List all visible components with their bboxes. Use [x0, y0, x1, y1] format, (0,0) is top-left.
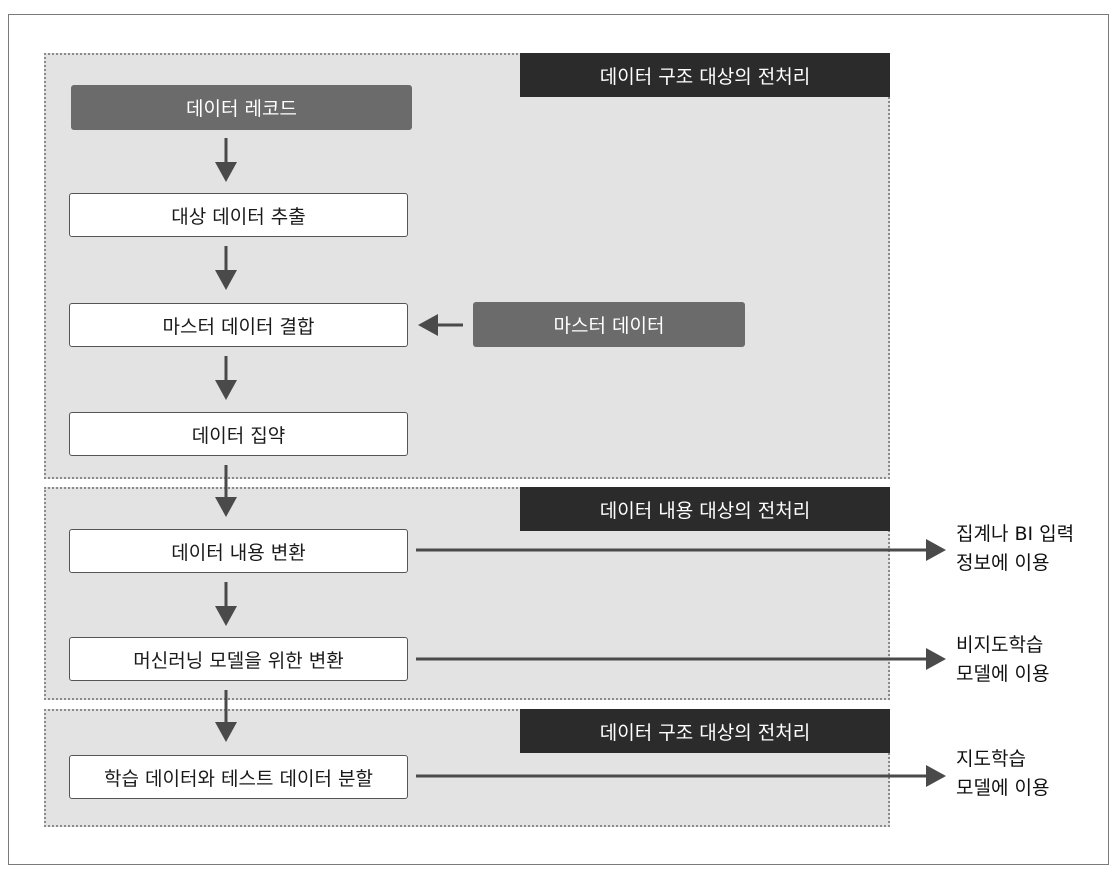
output-supervised-line1: 지도학습: [956, 748, 1026, 770]
node-master-data-join: 마스터 데이터 결합: [69, 303, 408, 347]
arrow-down-6: [215, 690, 237, 742]
node-ml-model-transform: 머신러닝 모델을 위한 변환: [69, 637, 408, 681]
section-title-2: 데이터 내용 대상의 전처리: [520, 487, 890, 531]
output-bi-line1: 집계나 BI 입력: [956, 523, 1075, 545]
arrow-down-3: [215, 356, 237, 400]
arrow-left-master: [418, 314, 463, 336]
node-data-record: 데이터 레코드: [71, 85, 412, 130]
diagram-frame: [8, 14, 1109, 865]
output-bi-line2: 정보에 이용: [956, 552, 1050, 574]
section-title-1: 데이터 구조 대상의 전처리: [520, 53, 890, 97]
arrow-down-4: [215, 465, 237, 517]
arrow-down-5: [215, 582, 237, 626]
arrow-down-1: [215, 138, 237, 182]
output-bi-input: 집계나 BI 입력 정보에 이용: [956, 520, 1074, 578]
output-unsupervised: 비지도학습 모델에 이용: [956, 631, 1049, 689]
output-unsupervised-line1: 비지도학습: [956, 634, 1044, 656]
node-data-aggregation: 데이터 집약: [69, 412, 408, 456]
arrow-right-unsupervised: [416, 648, 946, 670]
output-supervised-line2: 모델에 이용: [956, 777, 1050, 799]
arrow-right-supervised: [416, 765, 946, 787]
node-data-content-transform: 데이터 내용 변환: [69, 529, 408, 573]
output-supervised: 지도학습 모델에 이용: [956, 745, 1049, 803]
node-extract-target-data: 대상 데이터 추출: [69, 193, 408, 237]
section-title-3: 데이터 구조 대상의 전처리: [520, 709, 890, 753]
node-train-test-split: 학습 데이터와 테스트 데이터 분할: [69, 755, 408, 799]
arrow-right-bi: [416, 539, 946, 561]
arrow-down-2: [215, 246, 237, 290]
output-unsupervised-line2: 모델에 이용: [956, 663, 1050, 685]
node-master-data: 마스터 데이터: [473, 302, 745, 347]
